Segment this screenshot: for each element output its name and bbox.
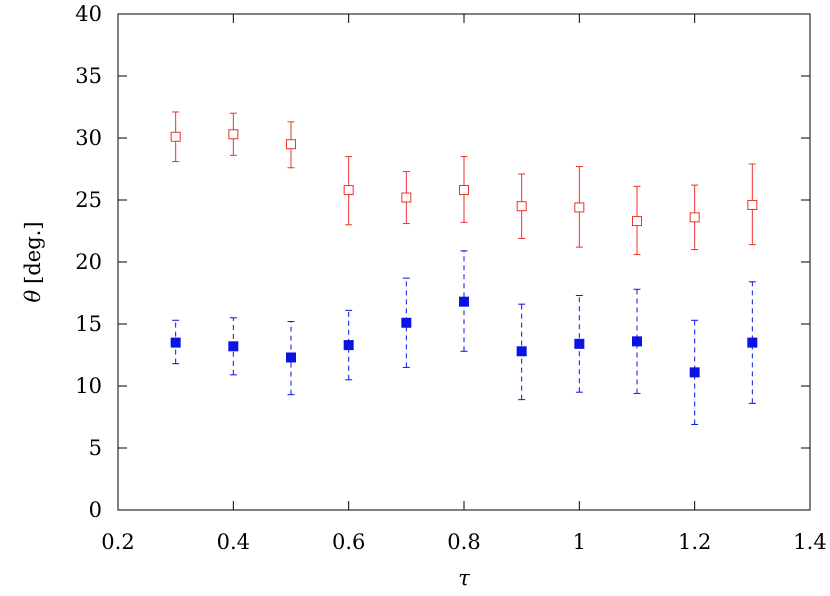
x-tick-label: 0.4 <box>217 530 250 554</box>
data-point <box>632 216 642 227</box>
y-tick-label: 30 <box>75 126 102 150</box>
y-tick-label: 15 <box>75 312 102 336</box>
y-tick-label: 35 <box>75 64 102 88</box>
series-1 <box>170 111 758 256</box>
data-point <box>747 337 758 348</box>
data-point <box>401 317 412 328</box>
y-tick-label: 25 <box>75 188 102 212</box>
data-point <box>574 338 585 349</box>
data-point <box>516 346 527 357</box>
x-tick-label: 1.4 <box>793 530 826 554</box>
y-tick-label: 5 <box>89 436 102 460</box>
data-point <box>286 139 296 150</box>
y-tick-label: 10 <box>75 374 102 398</box>
y-tick-label: 0 <box>89 498 102 522</box>
data-point <box>459 185 469 196</box>
x-tick-label: 0.8 <box>447 530 480 554</box>
data-point <box>343 185 354 196</box>
y-axis-title: θ [deg.] <box>21 221 45 302</box>
x-tick-label: 0.6 <box>332 530 365 554</box>
x-tick-label: 1.2 <box>678 530 711 554</box>
series-2 <box>170 250 758 425</box>
series-layer <box>170 111 758 425</box>
x-tick-label: 0.2 <box>101 530 134 554</box>
data-point <box>516 201 527 212</box>
data-point <box>170 131 181 142</box>
y-tick-label: 20 <box>75 250 102 274</box>
data-point <box>574 202 585 213</box>
x-axis-title: τ <box>458 566 470 590</box>
data-point <box>170 337 181 348</box>
data-point <box>459 296 469 307</box>
plot-frame <box>117 13 811 511</box>
data-point <box>286 352 296 363</box>
data-point <box>343 340 354 351</box>
data-point <box>747 199 758 210</box>
data-point <box>689 367 700 378</box>
x-tick-label: 1 <box>573 530 586 554</box>
data-point <box>632 336 642 347</box>
data-point <box>401 192 412 203</box>
y-axis-symbol: θ <box>21 290 45 303</box>
y-axis-unit: [deg.] <box>21 221 45 283</box>
y-tick-label: 40 <box>75 2 102 26</box>
data-point <box>228 341 239 352</box>
axis-ticks <box>117 13 811 511</box>
tick-labels: 0.2 0.4 0.6 0.8 1 1.2 1.4 0 5 10 15 20 25 30 35 40 <box>75 2 826 554</box>
data-point <box>689 212 700 223</box>
data-point <box>228 129 239 140</box>
